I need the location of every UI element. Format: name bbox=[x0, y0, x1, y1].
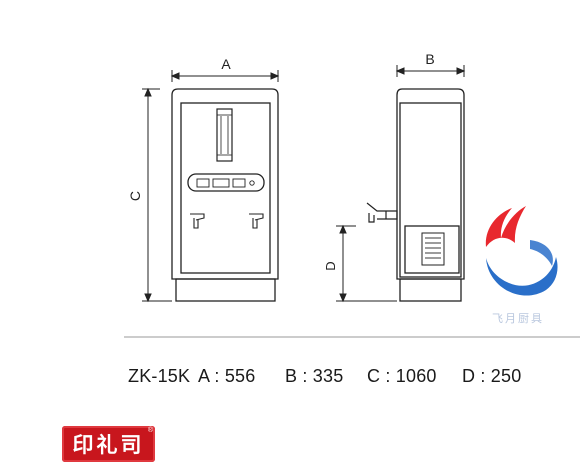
registered-mark-icon: ® bbox=[147, 427, 153, 434]
spec-c: C : 1060 bbox=[367, 366, 437, 386]
side-base bbox=[399, 278, 462, 302]
front-panel bbox=[180, 102, 271, 274]
faucet-left bbox=[190, 213, 205, 229]
water-level-gauge bbox=[216, 108, 233, 162]
dimension-a-label: A bbox=[221, 56, 231, 72]
brand-logo-watermark: 飞月厨具 bbox=[485, 206, 558, 325]
dimension-b-label: B bbox=[425, 51, 434, 67]
spec-d: D : 250 bbox=[462, 366, 522, 386]
side-faucet bbox=[366, 202, 398, 223]
spec-b: B : 335 bbox=[285, 366, 344, 386]
spec-a: A : 556 bbox=[198, 366, 256, 386]
faucet-right bbox=[249, 213, 264, 229]
dimension-c bbox=[142, 87, 172, 303]
dimension-b bbox=[395, 65, 466, 77]
vent-grille bbox=[421, 232, 445, 266]
dimension-d-label: D bbox=[323, 261, 338, 270]
dimension-a bbox=[170, 70, 280, 82]
side-panel bbox=[399, 102, 462, 278]
heating-compartment bbox=[404, 225, 460, 274]
control-display bbox=[187, 173, 265, 192]
front-base bbox=[175, 278, 276, 302]
logo-red-swoosh bbox=[485, 206, 526, 247]
side-view bbox=[366, 88, 465, 302]
spec-model: ZK-15K bbox=[128, 366, 191, 386]
front-body-outline bbox=[171, 88, 279, 280]
logo-watermark-text: 飞月厨具 bbox=[492, 312, 544, 325]
side-body-outline bbox=[396, 88, 465, 280]
dimension-c-label: C bbox=[127, 191, 143, 201]
logo-blue-arc bbox=[486, 257, 558, 296]
seal-stamp: 印礼司 ® bbox=[62, 426, 155, 462]
dimension-d bbox=[336, 224, 397, 303]
seal-stamp-text: 印礼司 bbox=[72, 432, 145, 457]
front-view bbox=[171, 88, 279, 302]
spec-line: ZK-15K A : 556 B : 335 C : 1060 D : 250 bbox=[0, 366, 580, 396]
